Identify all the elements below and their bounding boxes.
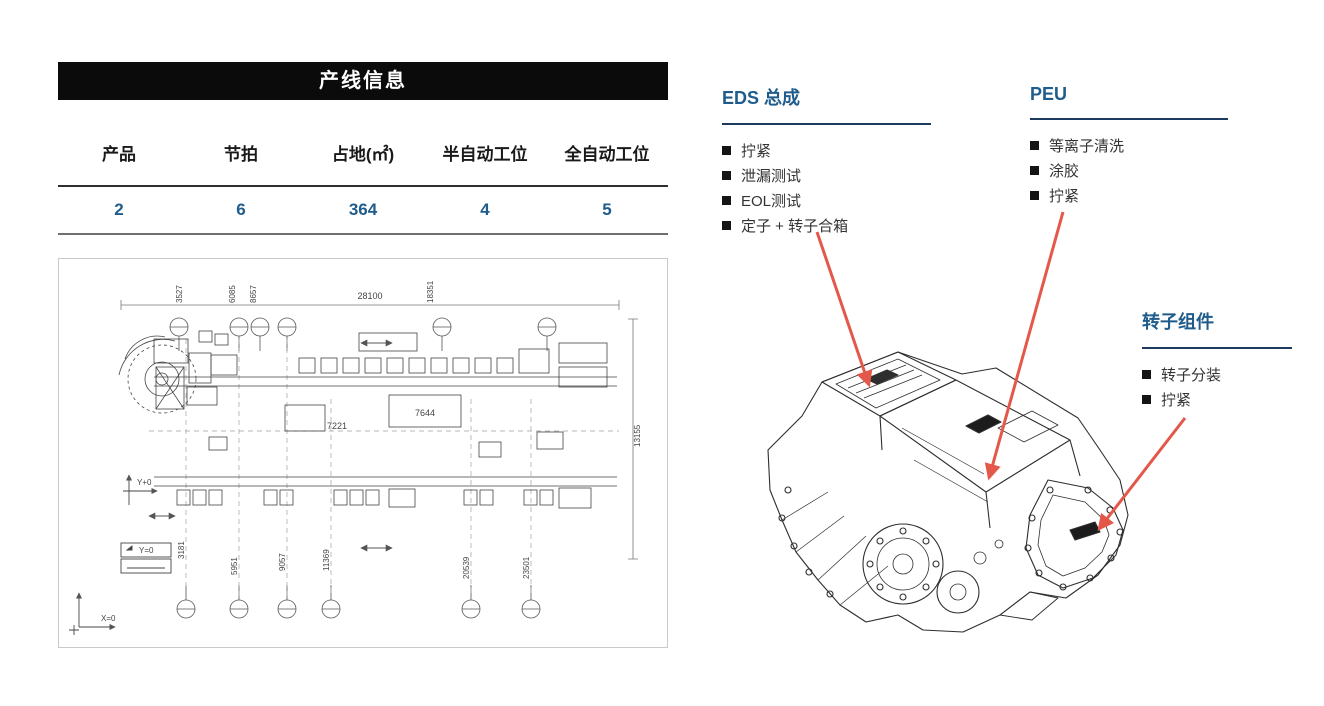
- callout-list: 等离子清洗 涂胶 拧紧: [1030, 133, 1228, 208]
- bullet-square-icon: [722, 196, 731, 205]
- callout-list: 转子分装 拧紧: [1142, 362, 1292, 412]
- dim-label: 3181: [177, 541, 186, 559]
- table-col-header: 半自动工位: [442, 145, 528, 164]
- dim-label: 13155: [633, 424, 642, 447]
- callout-item: 泄漏测试: [722, 163, 931, 188]
- dim-label: 3527: [175, 285, 184, 303]
- production-line-table: 产线信息 产品 节拍 占地(㎡) 半自动工位 全自动工位 2 6 364 4 5: [58, 62, 668, 235]
- table-header-row: 产品 节拍 占地(㎡) 半自动工位 全自动工位: [58, 100, 668, 187]
- layout-drawing-card: 28100 3527 6085 8657 18351 13155: [58, 258, 668, 648]
- callout-item: 拧紧: [1030, 183, 1228, 208]
- callout-title: PEU: [1030, 84, 1228, 120]
- callout-item: 涂胶: [1030, 158, 1228, 183]
- callout-item: EOL测试: [722, 188, 931, 213]
- cad-floor-plan: 28100 3527 6085 8657 18351 13155: [69, 280, 642, 635]
- callout-item: 等离子清洗: [1030, 133, 1228, 158]
- dim-label: 20539: [462, 556, 471, 579]
- table-value-cell: 4: [480, 200, 490, 219]
- axis-label: Y=0: [139, 546, 154, 555]
- eds-assembly-drawing: [767, 351, 1129, 633]
- callout-rotor-assembly: 转子组件 转子分装 拧紧: [1142, 308, 1292, 412]
- dim-label: 23501: [522, 556, 531, 579]
- bullet-square-icon: [722, 146, 731, 155]
- dim-label: 6085: [228, 285, 237, 303]
- table-col-header: 占地(㎡): [331, 145, 395, 164]
- equipment-layout: [118, 330, 617, 509]
- callout-eds-assembly: EDS 总成 拧紧 泄漏测试 EOL测试 定子 + 转子合箱: [722, 84, 931, 238]
- callout-item: 定子 + 转子合箱: [722, 213, 931, 238]
- centerlines: [149, 339, 619, 597]
- dim-label: 11369: [322, 549, 331, 571]
- bullet-square-icon: [1030, 191, 1039, 200]
- table-value-row: 2 6 364 4 5: [58, 187, 668, 235]
- callout-title: EDS 总成: [722, 84, 931, 125]
- table-value-cell: 6: [236, 200, 246, 219]
- dim-label: 5951: [230, 557, 239, 575]
- axis-label: X=0: [101, 614, 116, 623]
- dim-label: 7644: [415, 408, 435, 418]
- callout-item: 转子分装: [1142, 362, 1292, 387]
- bullet-square-icon: [1142, 370, 1151, 379]
- bullet-square-icon: [1142, 395, 1151, 404]
- callout-list: 拧紧 泄漏测试 EOL测试 定子 + 转子合箱: [722, 138, 931, 238]
- callout-title: 转子组件: [1142, 308, 1292, 349]
- bullet-square-icon: [1030, 166, 1039, 175]
- callout-item: 拧紧: [722, 138, 931, 163]
- station-markers-bottom: [176, 585, 541, 619]
- table-value-cell: 364: [348, 200, 378, 219]
- callout-peu: PEU 等离子清洗 涂胶 拧紧: [1030, 84, 1228, 208]
- dim-label: 8657: [249, 285, 258, 303]
- table-title: 产线信息: [319, 70, 407, 92]
- table-value-cell: 2: [114, 200, 124, 219]
- callout-item: 拧紧: [1142, 387, 1292, 412]
- table-title-bar: 产线信息: [58, 62, 668, 100]
- dim-label: 7221: [327, 421, 347, 431]
- table-col-header: 节拍: [224, 145, 258, 164]
- axis-marks: [69, 474, 172, 635]
- bullet-square-icon: [722, 221, 731, 230]
- table-value-cell: 5: [602, 200, 612, 219]
- bullet-square-icon: [1030, 141, 1039, 150]
- dim-label: 18351: [426, 280, 435, 303]
- dim-label: 28100: [357, 291, 382, 301]
- bullet-square-icon: [722, 171, 731, 180]
- axis-label: Y+0: [137, 478, 152, 487]
- table-col-header: 全自动工位: [564, 145, 650, 164]
- flow-arrows: [148, 339, 393, 552]
- table-col-header: 产品: [102, 145, 136, 164]
- dim-label: 9057: [278, 553, 287, 571]
